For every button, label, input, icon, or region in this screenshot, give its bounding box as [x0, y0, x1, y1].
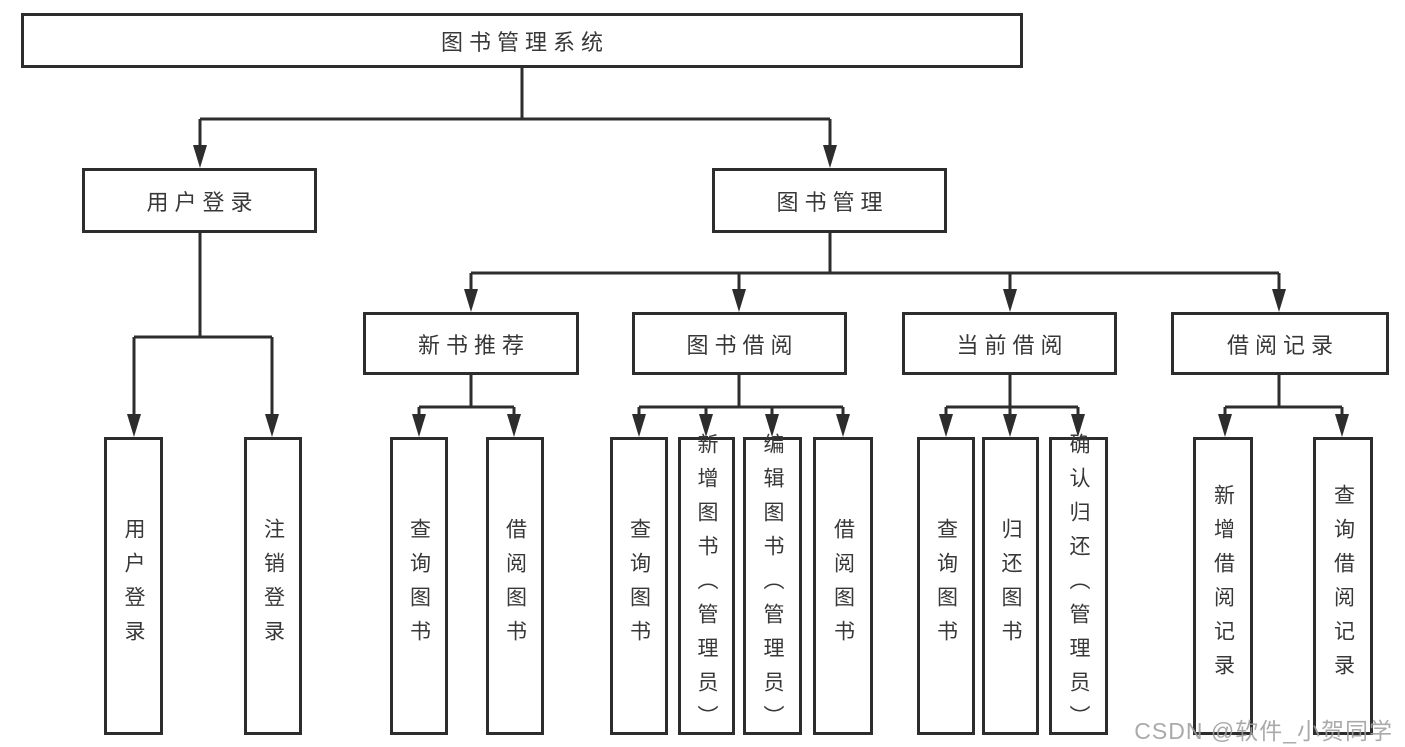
leaf-user-login-label: 用户登录 [122, 518, 145, 654]
node-user-login-label: 用户登录 [146, 189, 259, 215]
node-current-borrowing-label: 当前借阅 [956, 332, 1069, 358]
node-new-book-recommend: 新书推荐 [363, 312, 579, 375]
node-book-borrowing: 图书借阅 [632, 312, 847, 375]
leaf-bb-add-books-admin-label: 新增图书（管理员） [695, 433, 718, 739]
node-book-management: 图书管理 [712, 168, 947, 233]
node-current-borrowing: 当前借阅 [902, 312, 1117, 375]
leaf-bb-query-books-label: 查询图书 [627, 518, 651, 654]
leaf-br-query-borrow-record-label: 查询借阅记录 [1331, 484, 1355, 688]
leaf-bb-borrow-books: 借阅图书 [813, 437, 873, 735]
leaf-br-add-borrow-record: 新增借阅记录 [1193, 437, 1253, 735]
leaf-cb-return-books-label: 归还图书 [999, 518, 1022, 654]
leaf-cb-query-books: 查询图书 [917, 437, 975, 735]
leaf-nbr-borrow-books-label: 借阅图书 [503, 518, 527, 654]
leaf-bb-edit-books-admin-label: 编辑图书（管理员） [761, 433, 784, 739]
node-book-borrowing-label: 图书借阅 [686, 332, 799, 358]
leaf-bb-add-books-admin: 新增图书（管理员） [678, 433, 735, 739]
node-borrow-records: 借阅记录 [1171, 312, 1389, 375]
leaf-br-query-borrow-record: 查询借阅记录 [1313, 437, 1373, 735]
leaf-cb-confirm-return-admin-label: 确认归还（管理员） [1067, 433, 1090, 739]
leaf-nbr-query-books: 查询图书 [390, 437, 448, 735]
leaf-cb-return-books: 归还图书 [982, 437, 1039, 735]
arrowheads [127, 145, 1349, 437]
node-book-management-label: 图书管理 [776, 189, 889, 215]
node-new-book-recommend-label: 新书推荐 [417, 332, 530, 358]
leaf-nbr-query-books-label: 查询图书 [407, 518, 431, 654]
leaf-bb-edit-books-admin: 编辑图书（管理员） [743, 433, 802, 739]
leaf-bb-borrow-books-label: 借阅图书 [831, 518, 855, 654]
leaf-br-add-borrow-record-label: 新增借阅记录 [1211, 484, 1235, 688]
leaf-cb-confirm-return-admin: 确认归还（管理员） [1049, 433, 1108, 739]
leaf-nbr-borrow-books: 借阅图书 [486, 437, 544, 735]
leaf-logout-login: 注销登录 [244, 437, 302, 735]
node-borrow-records-label: 借阅记录 [1226, 332, 1339, 358]
leaf-user-login: 用户登录 [104, 437, 163, 735]
watermark-text: CSDN @软件_小贺同学 [1134, 718, 1393, 744]
leaf-bb-query-books: 查询图书 [610, 437, 668, 735]
leaf-cb-query-books-label: 查询图书 [934, 518, 958, 654]
node-library-system-label: 图书管理系统 [440, 29, 609, 55]
leaf-logout-login-label: 注销登录 [261, 518, 285, 654]
node-library-system: 图书管理系统 [21, 13, 1023, 68]
node-user-login: 用户登录 [82, 168, 317, 233]
